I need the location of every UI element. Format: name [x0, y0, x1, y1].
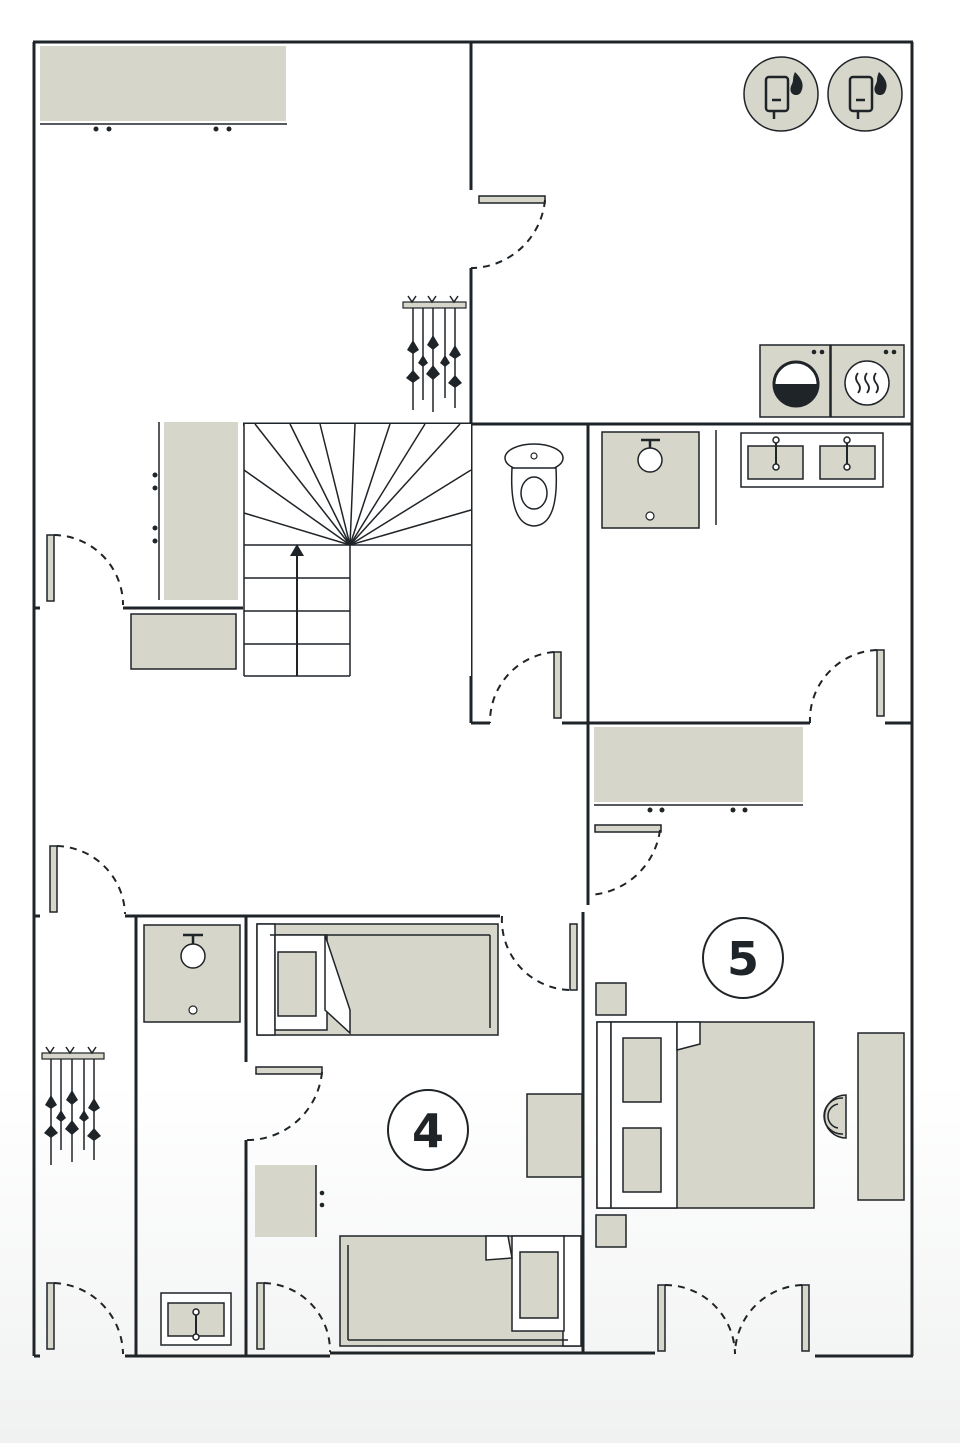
toilet-icon	[504, 443, 564, 527]
door-room5-top[interactable]	[587, 824, 662, 896]
sink-icon	[160, 1292, 232, 1346]
cabinet-hallway	[594, 727, 803, 813]
door-bottom-double[interactable]	[657, 1284, 810, 1355]
cabinet-room4	[255, 1165, 325, 1237]
shower-lower-icon	[143, 924, 241, 1023]
chair-icon	[823, 1094, 847, 1139]
door-bottom-corridor[interactable]	[256, 1282, 332, 1353]
double-sink-icon	[740, 432, 884, 488]
boiler-gas-icon	[743, 56, 819, 132]
room-5-number: 5	[727, 932, 759, 986]
nightstand-bottom	[595, 1214, 627, 1248]
room-5-label: 5	[702, 917, 784, 999]
cabinet-left-stairs	[130, 422, 238, 670]
door-left-lower[interactable]	[49, 845, 126, 915]
bed-icon	[596, 1021, 815, 1209]
door-bathroom[interactable]	[808, 649, 885, 724]
door-top-center[interactable]	[470, 195, 546, 269]
nightstand-top	[595, 982, 627, 1016]
desk-room5	[857, 1032, 905, 1201]
room-4-number: 4	[412, 1104, 444, 1158]
door-inner-bath[interactable]	[245, 1066, 323, 1142]
wardrobe-top-left	[40, 46, 287, 132]
door-room4-top[interactable]	[500, 915, 578, 991]
shower-icon	[601, 431, 700, 529]
stairs-icon	[243, 423, 472, 677]
dryer-icon	[830, 344, 905, 418]
room-4-label: 4	[387, 1089, 469, 1171]
outer-walls	[32, 40, 914, 1358]
desk-icon	[526, 1093, 583, 1178]
washing-machine-icon	[759, 344, 831, 418]
bed-icon	[339, 1235, 582, 1347]
door-bottom-left[interactable]	[46, 1282, 124, 1355]
door-wc[interactable]	[488, 651, 562, 724]
door-left-upper[interactable]	[46, 534, 124, 606]
bed-icon	[256, 923, 499, 1036]
plant-icon	[41, 1046, 105, 1165]
doors[interactable]	[46, 195, 885, 1355]
boiler-gas-icon	[827, 56, 903, 132]
plant-icon	[402, 295, 467, 412]
